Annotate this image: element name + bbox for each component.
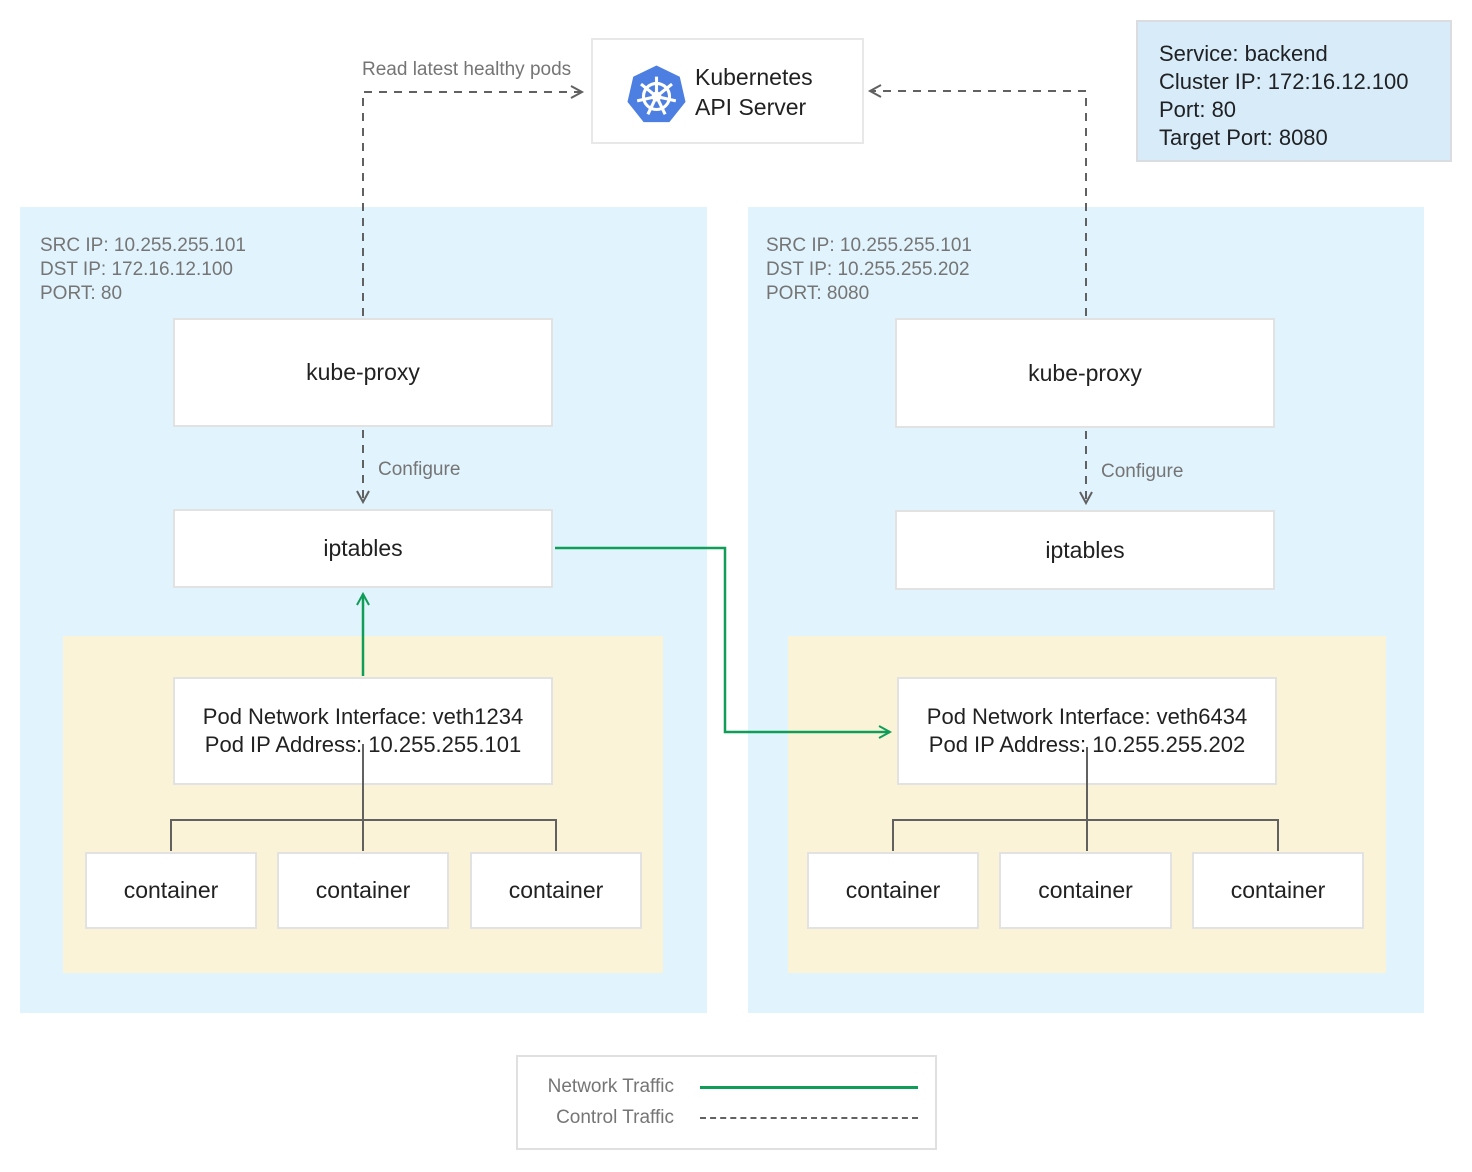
- port-label: PORT: 80: [40, 283, 123, 304]
- src-ip-label: SRC IP: 10.255.255.101: [40, 235, 246, 256]
- legend-row-network-traffic: Network Traffic: [518, 1076, 935, 1098]
- network-traffic-label: Network Traffic: [547, 1076, 674, 1097]
- kubernetes-api-server-box: Kubernetes API Server: [591, 38, 864, 144]
- read-latest-healthy-pods-label: Read latest healthy pods: [362, 59, 572, 80]
- service-name: Service: backend: [1159, 41, 1328, 66]
- legend-box: Network Traffic Control Traffic: [516, 1055, 937, 1150]
- pod-interface-line: Pod Network Interface: veth6434: [926, 704, 1248, 729]
- service-info-box: Service: backend Cluster IP: 172:16.12.1…: [1136, 20, 1452, 162]
- kube-proxy-box-right: kube-proxy: [895, 318, 1275, 428]
- pod-interface-box-right: Pod Network Interface: veth6434 Pod IP A…: [897, 677, 1277, 785]
- legend-row-control-traffic: Control Traffic: [518, 1107, 935, 1129]
- control-traffic-label: Control Traffic: [556, 1107, 674, 1128]
- network-traffic-line-swatch: [700, 1085, 918, 1089]
- iptables-box-right: iptables: [895, 510, 1275, 590]
- container-label: container: [315, 877, 411, 903]
- port-label: PORT: 8080: [766, 283, 870, 304]
- api-server-title-line1: Kubernetes: [695, 64, 813, 90]
- pod-interface-box-left: Pod Network Interface: veth1234 Pod IP A…: [173, 677, 553, 785]
- service-target-port: Target Port: 8080: [1159, 125, 1328, 150]
- container-box: container: [807, 852, 979, 929]
- node-right-packet-info: SRC IP: 10.255.255.101 DST IP: 10.255.25…: [766, 234, 972, 306]
- container-box: container: [85, 852, 257, 929]
- dst-ip-label: DST IP: 10.255.255.202: [766, 259, 970, 280]
- container-box: container: [277, 852, 449, 929]
- kubernetes-logo-icon: [623, 63, 690, 125]
- kube-proxy-label: kube-proxy: [306, 359, 420, 385]
- container-box: container: [1192, 852, 1364, 929]
- configure-label-left: Configure: [378, 459, 461, 480]
- pod-ip-line: Pod IP Address: 10.255.255.202: [928, 732, 1246, 757]
- container-box: container: [470, 852, 642, 929]
- configure-label-right: Configure: [1101, 461, 1184, 482]
- control-traffic-line-swatch: [700, 1117, 918, 1119]
- container-box: container: [999, 852, 1172, 929]
- kube-proxy-box-left: kube-proxy: [173, 318, 553, 427]
- iptables-label: iptables: [1045, 536, 1125, 563]
- service-port: Port: 80: [1159, 97, 1237, 122]
- kube-proxy-label: kube-proxy: [1028, 359, 1142, 386]
- iptables-box-left: iptables: [173, 509, 553, 588]
- dst-ip-label: DST IP: 172.16.12.100: [40, 259, 233, 280]
- pod-interface-line: Pod Network Interface: veth1234: [202, 704, 524, 729]
- container-label: container: [1038, 877, 1133, 903]
- pod-ip-line: Pod IP Address: 10.255.255.101: [204, 732, 522, 757]
- iptables-label: iptables: [323, 535, 403, 561]
- api-server-title-line2: API Server: [695, 94, 807, 120]
- container-label: container: [508, 877, 604, 903]
- service-cluster-ip: Cluster IP: 172:16.12.100: [1159, 69, 1409, 94]
- src-ip-label: SRC IP: 10.255.255.101: [766, 235, 972, 256]
- container-label: container: [1230, 877, 1326, 903]
- node-left-packet-info: SRC IP: 10.255.255.101 DST IP: 172.16.12…: [40, 234, 246, 306]
- container-label: container: [123, 877, 219, 903]
- container-label: container: [845, 877, 941, 903]
- api-server-title: Kubernetes API Server: [695, 62, 813, 122]
